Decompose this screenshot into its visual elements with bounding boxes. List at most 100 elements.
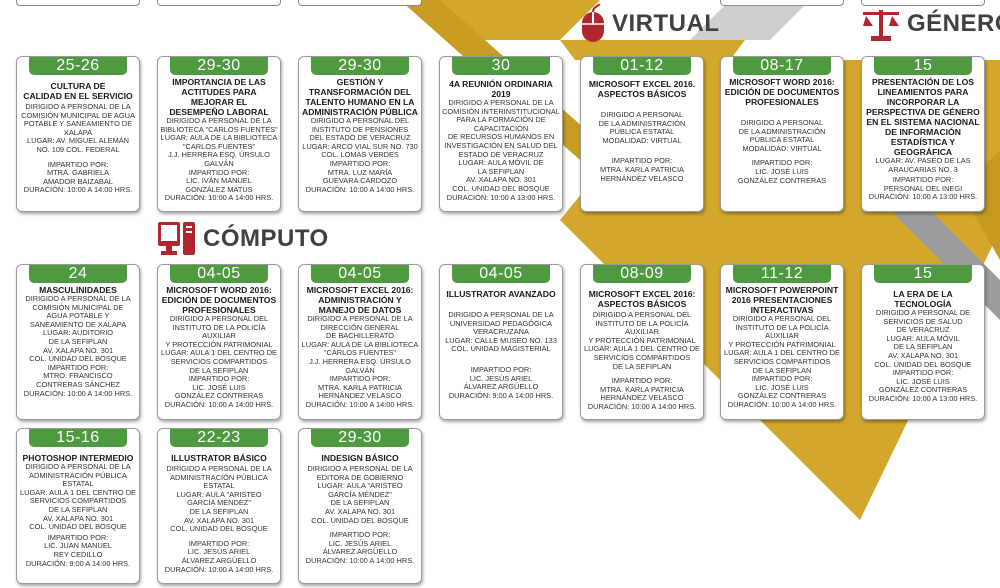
mouse-icon [582,4,604,42]
event-details: DIRIGIDO A PERSONAL DE SERVICIOS DE SALU… [874,308,972,369]
balance-scale-icon [863,10,899,41]
section-genero-label: GÉNERO [907,10,1000,37]
event-card: 30 4A REUNIÓN ORDINARIA 2019 DIRIGIDO A … [439,56,563,212]
event-card: 29-30 IMPORTANCIA DE LAS ACTITUDES PARA … [157,56,281,212]
event-instructor: IMPARTIDO POR: MTRA. LUZ MARÍA GUEVARA C… [322,158,398,186]
event-date: 04-05 [311,265,409,283]
event-duration: DURACIÓN: 10:00 A 14:00 HRS. [305,555,415,565]
event-date: 04-05 [452,265,550,283]
previous-card-stub [157,0,281,6]
event-instructor: IMPARTIDO POR: LIC. JOSÉ LUIS GONZÁLEZ C… [737,158,827,185]
event-details: DIRIGIDO A PERSONAL DE LA ADMINISTRACIÓN… [738,118,826,153]
event-duration: DURACIÓN: 9:00 A 14:00 HRS. [25,558,131,568]
event-instructor: IMPARTIDO POR: MTRA. KARLA PATRICIA HERN… [318,374,402,401]
event-instructor: IMPARTIDO POR: MTRA. KARLA PATRICIA HERN… [600,376,684,403]
event-details: DIRIGIDO A PERSONAL DEL INSTITUTO DE LA … [161,314,277,375]
previous-card-stub [16,0,140,6]
event-duration: DURACIÓN: 10:00 A 14:00 HRS. [305,184,415,194]
event-date: 22-23 [170,429,268,447]
event-instructor: IMPARTIDO POR: LIC. JUAN MANUEL REY CEDI… [44,532,112,559]
event-title: LA ERA DE LA TECNOLOGÍA [893,289,953,309]
event-details: LUGAR: AV. PASEO DE LAS ARAUCARIAS NO. 3 [875,156,971,174]
event-date: 29-30 [311,57,409,75]
event-card: 08-17 MICROSOFT WORD 2016: EDICIÓN DE DO… [720,56,844,212]
event-duration: DURACIÓN: 10:00 A 14:00 HRS. [727,399,837,409]
section-genero: GÉNERO [861,6,1000,42]
event-date: 29-30 [170,57,268,75]
section-computo: CÓMPUTO [157,220,329,258]
event-duration: DURACIÓN: 10:00 A 14:00 HRS. [164,564,274,574]
event-card: 04-05 MICROSOFT EXCEL 2016: ADMINISTRACI… [298,264,422,420]
event-date: 04-05 [170,265,268,283]
event-instructor: IMPARTIDO POR: MTRA. GABRIELA AMADOR BAI… [43,159,113,186]
event-duration: DURACIÓN: 10:00 A 14:00 HRS. [587,401,697,411]
event-duration: DURACIÓN: 10:00 A 13:00 HRS. [446,192,556,202]
event-instructor: IMPARTIDO POR: MTRO. FRANCISCO CONTRERAS… [36,362,120,389]
event-title: ILLUSTRATOR BÁSICO [171,453,267,463]
event-date: 01-12 [593,57,691,75]
event-details: DIRIGIDO A PERSONAL DE LA ADMINISTRACIÓN… [20,462,136,532]
event-duration: DURACIÓN: 10:00 A 13:00 HRS. [868,393,978,403]
event-details: DIRIGIDO A PERSONAL DE LA ADMINISTRACIÓN… [166,464,272,534]
event-date: 15 [874,57,972,75]
event-instructor: IMPARTIDO POR: LIC. IVÁN MANUEL GONZÁLEZ… [185,167,253,194]
event-title: INDESIGN BÁSICO [321,453,399,463]
event-title: PHOTOSHOP INTERMEDIO [22,453,134,463]
event-date: 08-09 [593,265,691,283]
event-date: 15 [874,265,972,283]
computer-icon [158,222,195,255]
event-instructor: IMPARTIDO POR: LIC. JESÚS ARIEL ÁLVAREZ … [181,538,257,565]
event-card: 11-12 MICROSOFT POWERPOINT 2016 PRESENTA… [720,264,844,420]
event-details: DIRIGIDO A PERSONAL DE LA COMISIÓN INTER… [442,98,560,193]
event-title: 4A REUNIÓN ORDINARIA 2019 [449,79,553,99]
event-details: DIRIGIDO A PERSONAL DE LA UNIVERSIDAD PE… [445,310,557,354]
event-duration: DURACIÓN: 10:00 A 14:00 HRS. [164,193,274,203]
event-date: 25-26 [29,57,127,75]
event-date: 24 [29,265,127,283]
event-title: IMPORTANCIA DE LAS ACTITUDES PARA MEJORA… [169,77,269,117]
event-duration: DURACIÓN: 10:00 A 13:00 HRS. [868,192,978,202]
event-duration: DURACIÓN: 10:00 A 14:00 HRS. [23,185,133,195]
event-card: 29-30 INDESIGN BÁSICO DIRIGIDO A PERSONA… [298,428,422,584]
event-details: DIRIGIDO A PERSONAL DEL INSTITUTO DE LA … [584,310,700,371]
event-card: 04-05 ILLUSTRATOR AVANZADO DIRIGIDO A PE… [439,264,563,420]
event-details: DIRIGIDO A PERSONAL DEL INSTITUTO DE PEN… [302,116,418,160]
event-card: 22-23 ILLUSTRATOR BÁSICO DIRIGIDO A PERS… [157,428,281,584]
event-instructor: IMPARTIDO POR: LIC. JOSÉ LUIS GONZÁLEZ C… [878,368,968,395]
event-title: MICROSOFT EXCEL 2016: ADMINISTRACIÓN Y M… [306,285,414,315]
event-details: DIRIGIDO A PERSONAL DE LA BIBLIOTECA "CA… [160,116,278,168]
event-instructor: IMPARTIDO POR: LIC. JESÚS ARIEL ÁLVAREZ … [463,364,539,392]
event-title: MASCULINIDADES [39,285,117,295]
event-instructor: IMPARTIDO POR: PERSONAL DEL INEGI [883,175,963,193]
event-title: MICROSOFT EXCEL 2016: ASPECTOS BÁSICOS [588,289,696,309]
event-card: 15 LA ERA DE LA TECNOLOGÍA DIRIGIDO A PE… [861,264,985,420]
event-card: 24 MASCULINIDADES DIRIGIDO A PERSONAL DE… [16,264,140,420]
event-date: 29-30 [311,429,409,447]
event-details: DIRIGIDO A PERSONAL DE LA COMISIÓN MUNIC… [25,294,131,364]
gold-band-upper [560,40,745,60]
event-card: 15 PRESENTACIÓN DE LOS LINEAMIENTOS PARA… [861,56,985,212]
event-title: MICROSOFT EXCEL 2016. ASPECTOS BÁSICOS [588,79,696,99]
event-instructor: IMPARTIDO POR: LIC. JOSÉ LUIS GONZÁLEZ C… [174,374,264,401]
event-title: CULTURA DE CALIDAD EN EL SERVICIO [23,81,133,101]
event-card: 25-26 CULTURA DE CALIDAD EN EL SERVICIO … [16,56,140,212]
event-title: PRESENTACIÓN DE LOS LINEAMIENTOS PARA IN… [866,77,980,157]
event-title: ILLUSTRATOR AVANZADO [446,289,556,299]
event-title: MICROSOFT POWERPOINT 2016 PRESENTACIONES… [725,285,839,315]
event-date: 30 [452,57,550,75]
section-computo-label: CÓMPUTO [203,225,329,252]
event-date: 08-17 [733,57,831,75]
event-title: MICROSOFT WORD 2016: EDICIÓN DE DOCUMENT… [161,285,277,315]
event-details: DIRIGIDO A PERSONAL DE LA DIRECCIÓN GENE… [301,314,419,375]
event-instructor: IMPARTIDO POR: LIC. JESÚS ARIEL ÁLVAREZ … [322,530,398,557]
previous-card-stub [720,0,844,6]
event-title: GESTIÓN Y TRANSFORMACIÓN DEL TALENTO HUM… [301,77,418,117]
event-details: DIRIGIDO A PERSONAL DE LA EDITORA DE GOB… [307,464,413,525]
event-title: MICROSOFT WORD 2016: EDICIÓN DE DOCUMENT… [724,77,840,107]
previous-card-stub [298,0,422,6]
event-card: 29-30 GESTIÓN Y TRANSFORMACIÓN DEL TALEN… [298,56,422,212]
event-card: 01-12 MICROSOFT EXCEL 2016. ASPECTOS BÁS… [580,56,704,212]
event-card: 08-09 MICROSOFT EXCEL 2016: ASPECTOS BÁS… [580,264,704,420]
section-virtual-label: VIRTUAL [612,10,720,37]
event-details: DIRIGIDO A PERSONAL DE LA ADMINISTRACIÓN… [598,110,686,145]
